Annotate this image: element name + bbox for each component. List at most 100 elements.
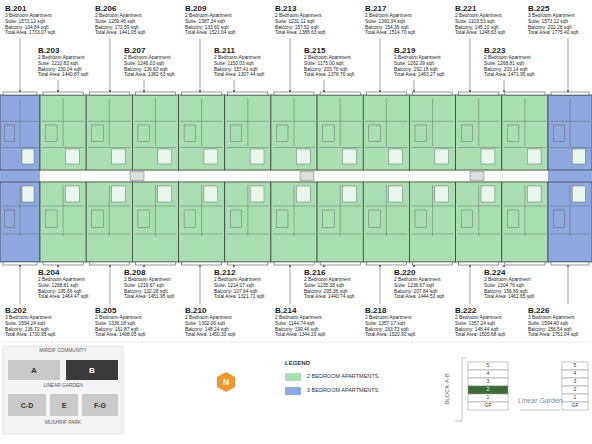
ground-line xyxy=(520,410,560,411)
leader-dot xyxy=(469,265,471,267)
leader-dot xyxy=(469,90,471,92)
unit-detail: Balcony: 157.52 sqft xyxy=(275,25,325,31)
balcony xyxy=(412,92,452,95)
interior-wall xyxy=(570,98,571,146)
leader-line xyxy=(20,38,21,90)
balcony xyxy=(412,262,452,265)
apartment-label: B.2142 Bedroom ApartmentSuite: 1144.74 s… xyxy=(275,306,325,338)
apartment-unit xyxy=(271,182,317,262)
room-outline xyxy=(92,125,104,142)
floor-number: 4 xyxy=(574,371,577,376)
room-outline xyxy=(323,125,335,142)
unit-number: B.208 xyxy=(124,268,174,277)
unit-number: B.220 xyxy=(394,268,444,277)
unit-detail: Suite: 1268.81 sqft xyxy=(38,283,88,289)
apartment-unit xyxy=(0,95,40,170)
apartment-label: B.2212 Bedroom ApartmentSuite: 1103.53 s… xyxy=(455,4,505,36)
interior-wall xyxy=(458,147,500,148)
unit-detail: Suite: 1357.24 sqft xyxy=(455,321,505,327)
leader-line xyxy=(324,80,325,90)
interior-wall xyxy=(247,98,248,146)
bracket xyxy=(455,358,466,421)
leader-dot xyxy=(413,265,415,267)
unit-detail: Total Area: 1388.63 sqft xyxy=(275,30,325,36)
bathroom xyxy=(250,149,264,164)
apartment-label: B.2052 Bedroom ApartmentSuite: 1336.18 s… xyxy=(95,306,145,338)
apartment-label: B.2102 Bedroom ApartmentSuite: 1302.06 s… xyxy=(185,306,235,338)
apartment-label: B.2092 Bedroom ApartmentSuite: 1387.34 s… xyxy=(185,4,235,36)
leader-line xyxy=(110,267,111,304)
balcony xyxy=(459,262,499,265)
unit-detail: 2 Bedroom Apartment xyxy=(365,13,415,19)
interior-wall xyxy=(63,98,64,146)
unit-detail: Balcony: 202.18 sqft xyxy=(394,67,444,73)
lift-core xyxy=(470,172,484,181)
unit-number: B.219 xyxy=(394,46,444,55)
balcony xyxy=(43,92,83,95)
apartment-unit xyxy=(502,95,548,170)
unit-detail: Total Area: 1514.70 sqft xyxy=(365,30,415,36)
bathroom xyxy=(158,149,172,164)
interior-wall xyxy=(20,185,21,236)
interior-wall xyxy=(88,147,130,148)
apartment-unit xyxy=(548,182,592,262)
floor-row xyxy=(468,394,508,402)
block-letter: B xyxy=(89,366,95,375)
balcony xyxy=(3,262,37,265)
leader-line xyxy=(234,80,235,90)
key-plan-block: E xyxy=(50,394,78,416)
interior-wall xyxy=(411,147,453,148)
unit-detail: Suite: 1150.03 sqft xyxy=(214,61,264,67)
unit-number: B.222 xyxy=(455,306,505,315)
balcony xyxy=(551,262,589,265)
apartment-unit xyxy=(548,95,592,170)
unit-detail: Suite: 1336.18 sqft xyxy=(95,321,145,327)
room-outline xyxy=(5,125,15,142)
unit-detail: 2 Bedroom Apartment xyxy=(124,277,174,283)
apartment-unit xyxy=(225,182,271,262)
room-outline xyxy=(230,125,242,142)
room-outline xyxy=(553,125,564,142)
legend-swatch xyxy=(285,373,301,381)
bathroom xyxy=(572,186,585,202)
room-outline xyxy=(461,210,473,228)
balcony xyxy=(366,92,406,95)
leader-dot xyxy=(57,265,59,267)
unit-detail: 3 Bedroom Apartment xyxy=(528,315,578,321)
unit-detail: 2 Bedroom Apartment xyxy=(95,315,145,321)
unit-detail: Balcony: 104.84 sqft xyxy=(5,25,55,31)
unit-detail: Suite: 1268.81 sqft xyxy=(484,61,534,67)
unit-detail: Total Area: 1521.04 sqft xyxy=(185,30,235,36)
unit-detail: Suite: 1144.74 sqft xyxy=(275,321,325,327)
interior-wall xyxy=(432,98,433,146)
apartment-label: B.2062 Bedroom ApartmentSuite: 1269.46 s… xyxy=(95,4,145,36)
interior-wall xyxy=(294,98,295,146)
unit-detail: 2 Bedroom Apartment xyxy=(484,277,534,283)
unit-detail: Suite: 1236.67 sqft xyxy=(394,283,444,289)
unit-number: B.202 xyxy=(5,306,55,315)
unit-detail: 3 Bedroom Apartment xyxy=(5,13,55,19)
apartment-unit xyxy=(179,95,225,170)
unit-detail: Suite: 1262.09 sqft xyxy=(394,61,444,67)
apartment-unit xyxy=(456,95,502,170)
leader-line xyxy=(504,80,505,90)
key-plan-block: C-D xyxy=(8,394,46,416)
floor-row xyxy=(468,402,508,410)
unit-detail: Balcony: 163.73 sqft xyxy=(365,327,415,333)
unit-detail: 2 Bedroom Apartment xyxy=(214,55,264,61)
bathroom xyxy=(481,186,495,202)
unit-number: B.226 xyxy=(528,306,578,315)
leader-dot xyxy=(199,265,201,267)
apartment-label: B.2132 Bedroom ApartmentSuite: 1231.11 s… xyxy=(275,4,325,36)
unit-detail: Balcony: 148.24 sqft xyxy=(185,327,235,333)
interior-wall xyxy=(181,147,223,148)
apartment-unit xyxy=(86,95,132,170)
apartment-label: B.2162 Bedroom ApartmentSuite: 1235.38 s… xyxy=(304,268,354,300)
leader-dot xyxy=(199,90,201,92)
unit-detail: Suite: 1360.34 sqft xyxy=(365,19,415,25)
unit-detail: Total Area: 1471.95 sqft xyxy=(484,72,534,78)
leader-line xyxy=(144,80,145,90)
unit-detail: Suite: 1210.83 sqft xyxy=(38,61,88,67)
bathroom xyxy=(435,149,449,164)
balcony xyxy=(551,92,589,95)
